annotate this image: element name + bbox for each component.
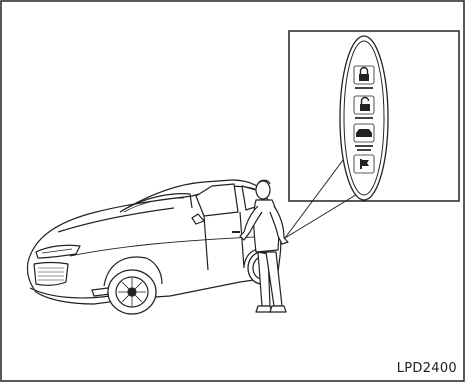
key-fob — [340, 36, 388, 200]
car — [27, 180, 280, 314]
figure-code: LPD2400 — [397, 361, 457, 376]
